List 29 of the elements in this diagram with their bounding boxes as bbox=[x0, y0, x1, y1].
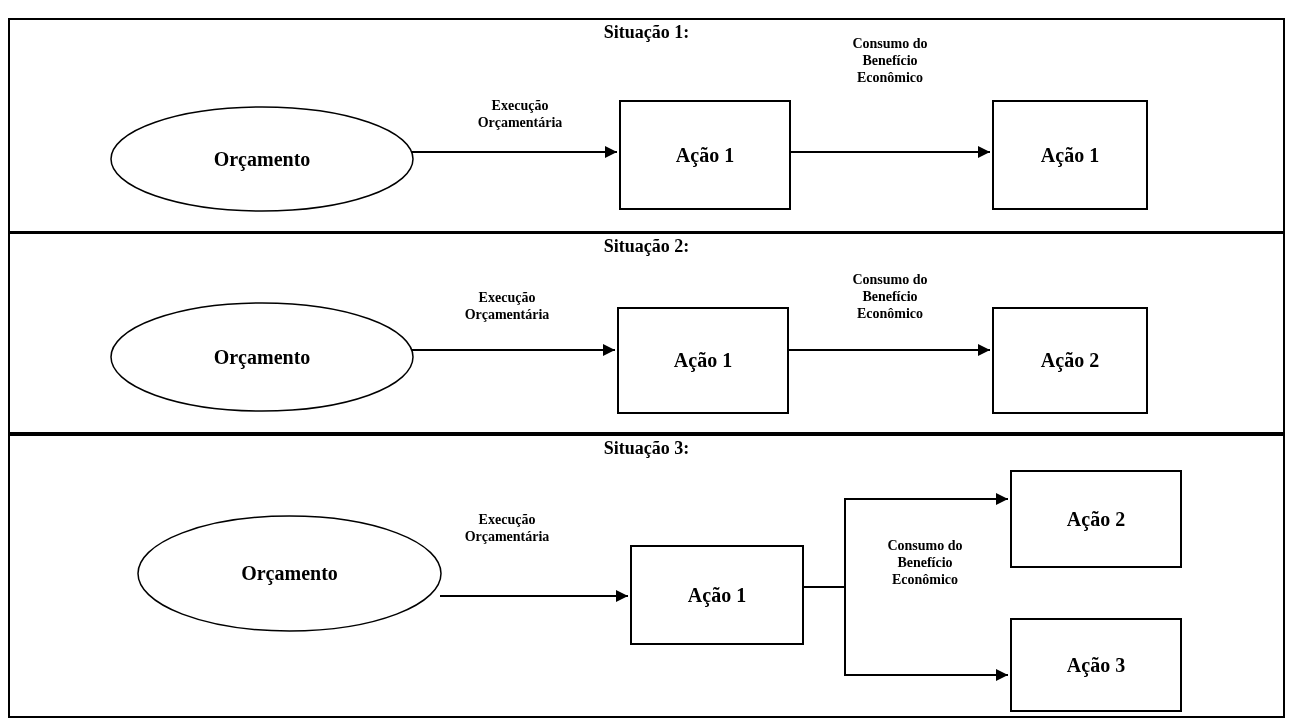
budget-ellipse bbox=[110, 106, 414, 212]
action-box bbox=[992, 307, 1148, 414]
situation-panel bbox=[8, 232, 1285, 434]
situation-heading: Situação 2: bbox=[603, 236, 690, 256]
node-label: Ação 1 bbox=[1040, 143, 1100, 167]
action-box bbox=[630, 545, 804, 645]
arrow bbox=[411, 146, 618, 158]
node-label: Ação 2 bbox=[1066, 507, 1126, 531]
node-label: Ação 2 bbox=[1040, 349, 1100, 372]
action-box bbox=[1010, 618, 1182, 712]
arrow bbox=[439, 590, 629, 602]
budget-ellipse bbox=[137, 515, 442, 632]
node-label: Ação 1 bbox=[675, 143, 735, 167]
situation-panel bbox=[8, 18, 1285, 233]
node-label: Orçamento bbox=[213, 147, 311, 171]
node-label: Ação 3 bbox=[1066, 653, 1126, 677]
action-box bbox=[619, 100, 791, 210]
action-box bbox=[1010, 470, 1182, 568]
situation-panel bbox=[8, 434, 1285, 718]
node-label: Ação 1 bbox=[673, 349, 733, 372]
situation-heading: Situação 3: bbox=[603, 438, 690, 458]
node-label: Orçamento bbox=[213, 345, 311, 369]
budget-ellipse bbox=[110, 302, 414, 412]
action-box bbox=[617, 307, 789, 414]
arrow bbox=[411, 344, 616, 356]
action-box bbox=[992, 100, 1148, 210]
situation-heading: Situação 1: bbox=[603, 22, 690, 42]
node-label: Ação 1 bbox=[687, 583, 747, 607]
node-label: Orçamento bbox=[241, 562, 338, 585]
